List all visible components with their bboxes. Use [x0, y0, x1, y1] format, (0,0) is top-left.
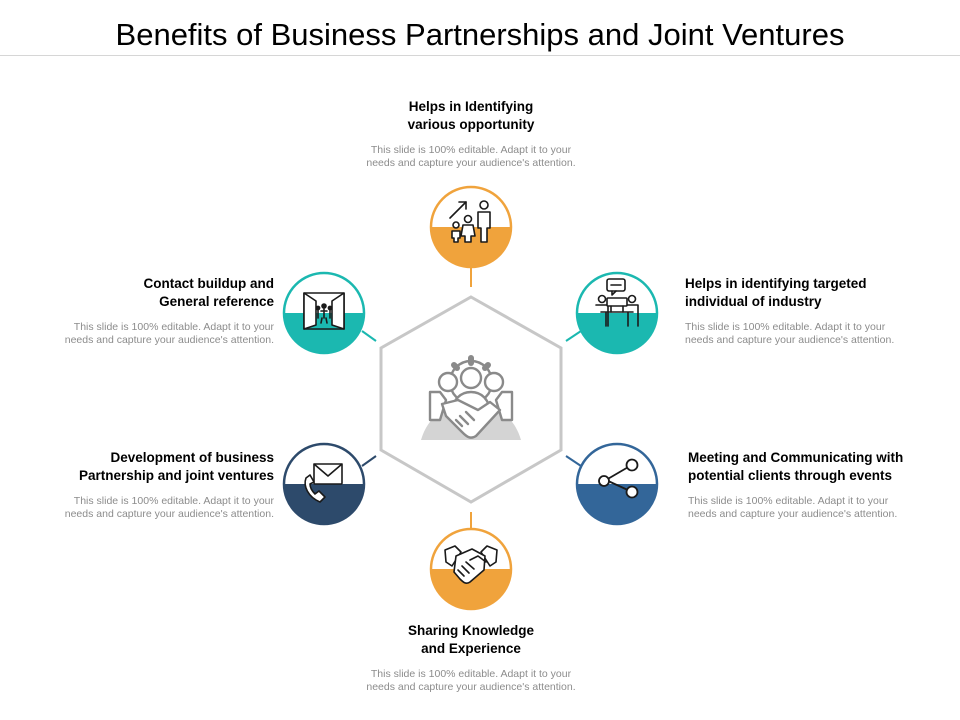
benefit-1-heading: Helps in identifying targeted individual… — [685, 276, 867, 309]
benefit-2-description: This slide is 100% editable. Adapt it to… — [688, 495, 898, 520]
benefit-4-heading: Development of business Partnership and … — [78, 450, 274, 483]
network-nodes-icon — [598, 458, 639, 499]
connector-top-right — [565, 330, 582, 342]
gear-people-handshake-icon — [421, 355, 521, 440]
benefit-1-description: This slide is 100% editable. Adapt it to… — [685, 321, 895, 346]
benefit-5-heading: Contact buildup and General reference — [143, 276, 275, 309]
benefit-circle-top-right — [575, 271, 659, 355]
benefit-1-text: Helps in identifying targeted individual… — [685, 275, 955, 347]
connector-top-left — [361, 330, 377, 342]
benefit-0-description: This slide is 100% editable. Adapt it to… — [366, 144, 576, 169]
title-divider — [0, 55, 960, 56]
mail-phone-icon — [304, 463, 343, 503]
benefit-3-text: Sharing Knowledge and Experience This sl… — [326, 622, 616, 694]
page-title: Benefits of Business Partnerships and Jo… — [115, 17, 845, 52]
benefit-2-heading: Meeting and Communicating with potential… — [688, 450, 904, 483]
handshake-icon — [444, 545, 498, 585]
connector-bottom-right — [565, 455, 582, 467]
benefit-3-description: This slide is 100% editable. Adapt it to… — [366, 668, 576, 693]
benefit-0-heading: Helps in Identifying various opportunity — [407, 99, 535, 132]
benefit-circle-bottom-right — [575, 442, 659, 526]
benefit-4-description: This slide is 100% editable. Adapt it to… — [64, 495, 274, 520]
meeting-table-icon — [595, 278, 639, 327]
benefit-3-heading: Sharing Knowledge and Experience — [407, 623, 534, 656]
connector-bottom-left — [361, 455, 377, 467]
benefit-0-text: Helps in Identifying various opportunity… — [326, 98, 616, 170]
benefit-4-text: Development of business Partnership and … — [4, 449, 274, 521]
benefit-5-description: This slide is 100% editable. Adapt it to… — [64, 321, 274, 346]
center-hexagon — [379, 295, 563, 504]
growth-family-icon — [449, 200, 491, 243]
benefit-5-text: Contact buildup and General reference Th… — [4, 275, 274, 347]
open-doors-icon — [303, 292, 345, 330]
benefit-2-text: Meeting and Communicating with potential… — [688, 449, 958, 521]
